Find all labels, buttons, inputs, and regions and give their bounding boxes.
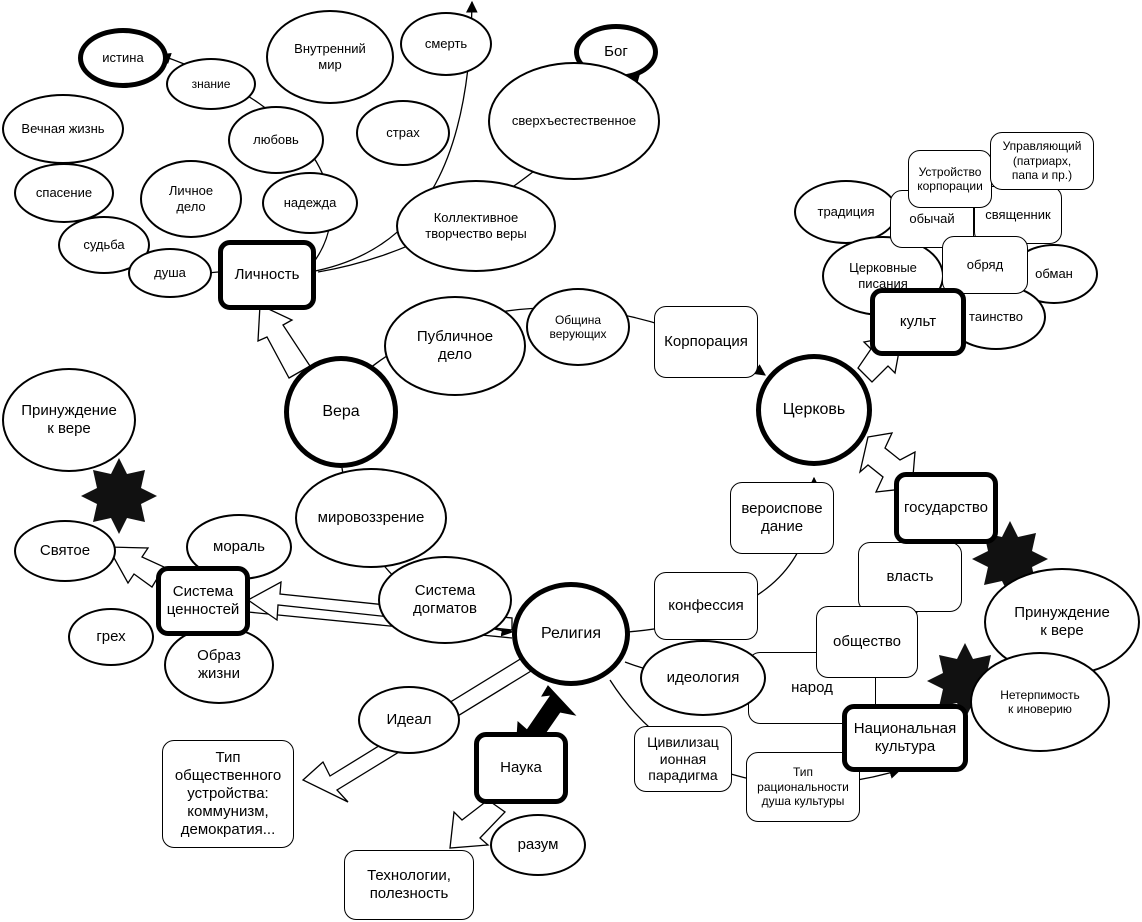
node-nauka: Наука	[474, 732, 568, 804]
block-arrow-tsennosti-to-svyatoe	[106, 546, 165, 588]
node-svyashchennik: священник	[974, 186, 1062, 244]
node-dusha: душа	[128, 248, 212, 298]
node-ideologiya: идеология	[640, 640, 766, 716]
node-neterpimost: Нетерпимость к иноверию	[970, 652, 1110, 752]
node-tekhnologii: Технологии, полезность	[344, 850, 474, 920]
node-obshchestvo: общество	[816, 606, 918, 678]
node-ustroystvo: Устройство корпорации	[908, 150, 992, 208]
node-kollektivnoe: Коллективное творчество веры	[396, 180, 556, 272]
node-lichnoe-delo: Личное дело	[140, 160, 242, 238]
node-lichnost: Личность	[218, 240, 316, 310]
node-nadezhda: надежда	[262, 172, 358, 234]
node-tip-ratsionalnosti: Тип рациональности душа культуры	[746, 752, 860, 822]
node-sistema-tsennostey: Система ценностей	[156, 566, 250, 636]
node-gosudarstvo: государство	[894, 472, 998, 544]
node-publichnoe-delo: Публичное дело	[384, 296, 526, 396]
block-arrow-nauka-to-tekhnologii	[449, 799, 506, 849]
node-vera: Вера	[284, 356, 398, 468]
node-ideal: Идеал	[358, 686, 460, 754]
node-konfessiya: конфессия	[654, 572, 758, 640]
node-spasenie: спасение	[14, 163, 114, 223]
node-znanie: знание	[166, 58, 256, 110]
node-istina: истина	[78, 28, 168, 88]
node-tip-ustroystva: Тип общественного устройства: коммунизм,…	[162, 740, 294, 848]
node-strakh: страх	[356, 100, 450, 166]
star-burst-left	[81, 458, 157, 534]
node-kult: культ	[870, 288, 966, 356]
node-korporatsiya: Корпорация	[654, 306, 758, 378]
node-smert: смерть	[400, 12, 492, 76]
node-traditsiya: традиция	[794, 180, 898, 244]
node-tserkov: Церковь	[756, 354, 872, 466]
node-tsivilizats: Цивилизац ионная парадигма	[634, 726, 732, 792]
node-grekh: грех	[68, 608, 154, 666]
node-natsionalnaya: Национальная культура	[842, 704, 968, 772]
node-lyubov: любовь	[228, 106, 324, 174]
block-arrow-vera-to-lichnost	[257, 304, 311, 379]
node-obraz-zhizni: Образ жизни	[164, 626, 274, 704]
node-svyatoe: Святое	[14, 520, 116, 582]
node-sverkhestestvennoe: сверхъестественное	[488, 62, 660, 180]
node-mirovozzrenie: мировоззрение	[295, 468, 447, 568]
node-vlast: власть	[858, 542, 962, 612]
node-sistema-dogmatov: Система догматов	[378, 556, 512, 644]
node-upravlyayushchiy: Управляющий (патриарх, папа и пр.)	[990, 132, 1094, 190]
node-religiya: Религия	[512, 582, 630, 686]
node-obryad: обряд	[942, 236, 1028, 294]
node-vnutrenniy-mir: Внутренний мир	[266, 10, 394, 104]
node-obshchina: Община верующих	[526, 288, 630, 366]
node-prinuzhdenie-left: Принуждение к вере	[2, 368, 136, 472]
node-vechnaya-zhizn: Вечная жизнь	[2, 94, 124, 164]
node-veroispovedanie: вероиспове дание	[730, 482, 834, 554]
node-razum: разум	[490, 814, 586, 876]
